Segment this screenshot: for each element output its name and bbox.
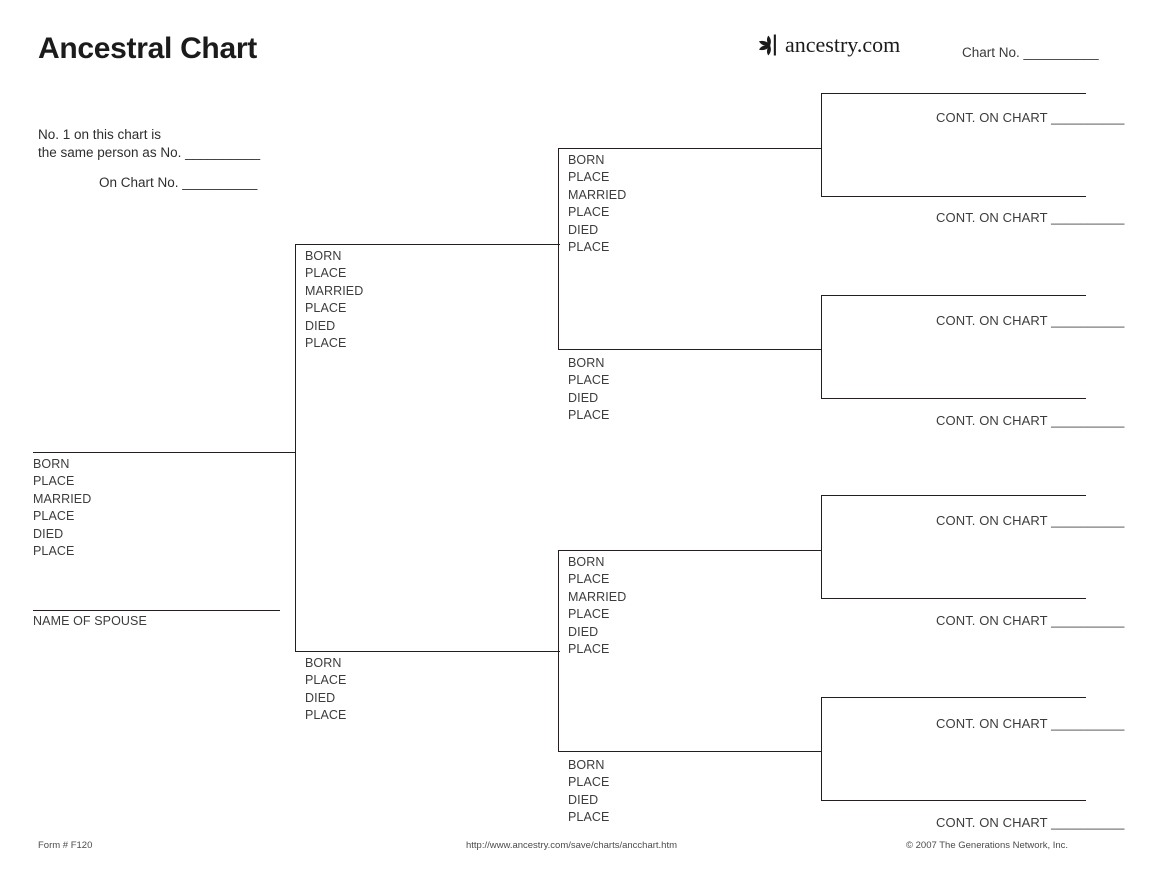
footer-form-number: Form # F120 — [38, 840, 93, 851]
gen4-bracket-a — [821, 93, 822, 197]
gen3-person7-field-born: BORN — [568, 758, 605, 772]
gen2-person2-fields: BORN PLACE MARRIED PLACE DIED PLACE — [305, 248, 363, 352]
connector-gen3-gen4-b — [810, 349, 822, 350]
connector-person1-gen2 — [283, 452, 296, 453]
identity-note: No. 1 on this chart is the same person a… — [38, 126, 260, 162]
ancestry-logo: ancestry.com — [757, 31, 900, 59]
gen3-person6-field-place3: PLACE — [568, 642, 610, 657]
gen4-person15-name-line[interactable] — [821, 800, 1086, 801]
gen3-person7-field-died: DIED — [568, 792, 599, 807]
gen3-person4-field-place2: PLACE — [568, 205, 610, 220]
gen2-person2-field-place2: PLACE — [305, 301, 347, 316]
gen3-person7-field-place2: PLACE — [568, 810, 610, 825]
gen3-person4-field-married: MARRIED — [568, 187, 627, 202]
gen4-person14-cont-label[interactable]: CONT. ON CHART __________ — [936, 716, 1125, 731]
chart-number-field[interactable]: Chart No. __________ — [962, 45, 1099, 60]
footer-copyright: © 2007 The Generations Network, Inc. — [906, 840, 1069, 851]
gen3-person4-name-line[interactable] — [558, 148, 813, 149]
gen3-person6-field-married: MARRIED — [568, 589, 627, 604]
connector-gen3-bracket-lower — [558, 550, 559, 751]
gen3-person6-fields: BORN PLACE MARRIED PLACE DIED PLACE — [568, 554, 626, 658]
gen4-person11-name-line[interactable] — [821, 398, 1086, 399]
page-title: Ancestral Chart — [38, 32, 257, 65]
gen2-person2-field-died: DIED — [305, 318, 336, 333]
connector-gen2-gen3-upper — [547, 244, 560, 245]
footer-url[interactable]: http://www.ancestry.com/save/charts/ancc… — [466, 840, 678, 851]
gen3-person6-field-place2: PLACE — [568, 607, 610, 622]
gen3-person5-name-line[interactable] — [558, 349, 813, 350]
gen3-person5-fields: BORN PLACE DIED PLACE — [568, 355, 610, 425]
gen3-person4-fields: BORN PLACE MARRIED PLACE DIED PLACE — [568, 152, 626, 256]
gen3-person5-field-place2: PLACE — [568, 408, 610, 423]
person1-spouse-label: NAME OF SPOUSE — [33, 614, 147, 628]
gen2-person3-field-died: DIED — [305, 690, 336, 705]
connector-gen3-gen4-d — [810, 751, 822, 752]
person1-field-died: DIED — [33, 526, 64, 541]
gen3-person6-field-place1: PLACE — [568, 572, 610, 587]
person1-spouse-line[interactable] — [33, 610, 280, 611]
gen3-person7-fields: BORN PLACE DIED PLACE — [568, 757, 610, 827]
person1-fields: BORN PLACE MARRIED PLACE DIED PLACE — [33, 456, 91, 560]
gen2-person2-name-line[interactable] — [295, 244, 550, 245]
connector-gen3-gen4-a — [810, 148, 822, 149]
gen2-person2-field-born: BORN — [305, 249, 342, 263]
person1-name-line[interactable] — [33, 452, 285, 453]
on-chart-number-field[interactable]: On Chart No. __________ — [99, 175, 258, 190]
gen2-person3-name-line[interactable] — [295, 651, 550, 652]
gen3-person5-field-born: BORN — [568, 356, 605, 370]
gen4-bracket-c — [821, 495, 822, 599]
ancestry-logo-text: ancestry.com — [785, 32, 901, 57]
person1-field-place1: PLACE — [33, 474, 75, 489]
gen4-person9-cont-label[interactable]: CONT. ON CHART __________ — [936, 210, 1125, 225]
gen2-person3-field-place1: PLACE — [305, 673, 347, 688]
gen4-person13-name-line[interactable] — [821, 598, 1086, 599]
connector-gen2-bracket — [295, 244, 296, 651]
gen2-person3-field-born: BORN — [305, 656, 342, 670]
gen3-person5-field-place1: PLACE — [568, 373, 610, 388]
gen4-bracket-b — [821, 295, 822, 399]
gen3-person6-name-line[interactable] — [558, 550, 813, 551]
connector-gen3-gen4-c — [810, 550, 822, 551]
person1-field-place3: PLACE — [33, 544, 75, 559]
gen4-person12-cont-label[interactable]: CONT. ON CHART __________ — [936, 513, 1125, 528]
gen4-person11-cont-label[interactable]: CONT. ON CHART __________ — [936, 413, 1125, 428]
gen3-person4-field-place3: PLACE — [568, 240, 610, 255]
gen4-person10-cont-label[interactable]: CONT. ON CHART __________ — [936, 313, 1125, 328]
identity-note-line1: No. 1 on this chart is — [38, 127, 162, 142]
gen4-person8-name-line[interactable] — [821, 93, 1086, 94]
ancestry-leaf-icon — [759, 34, 776, 56]
gen3-person4-field-place1: PLACE — [568, 170, 610, 185]
gen4-person15-cont-label[interactable]: CONT. ON CHART __________ — [936, 815, 1125, 830]
person1-field-place2: PLACE — [33, 509, 75, 524]
gen3-person4-field-born: BORN — [568, 153, 605, 167]
gen3-person6-field-died: DIED — [568, 624, 599, 639]
gen2-person2-field-place3: PLACE — [305, 336, 347, 351]
gen3-person4-field-died: DIED — [568, 222, 599, 237]
gen4-person12-name-line[interactable] — [821, 495, 1086, 496]
gen4-bracket-d — [821, 697, 822, 801]
gen4-person13-cont-label[interactable]: CONT. ON CHART __________ — [936, 613, 1125, 628]
gen3-person7-name-line[interactable] — [558, 751, 813, 752]
gen3-person6-field-born: BORN — [568, 555, 605, 569]
gen2-person3-field-place2: PLACE — [305, 708, 347, 723]
gen4-person14-name-line[interactable] — [821, 697, 1086, 698]
gen3-person5-field-died: DIED — [568, 390, 599, 405]
gen2-person3-fields: BORN PLACE DIED PLACE — [305, 655, 347, 725]
gen4-person9-name-line[interactable] — [821, 196, 1086, 197]
gen4-person10-name-line[interactable] — [821, 295, 1086, 296]
identity-note-line2[interactable]: the same person as No. __________ — [38, 145, 261, 160]
person1-field-born: BORN — [33, 457, 70, 471]
gen2-person2-field-married: MARRIED — [305, 283, 364, 298]
gen2-person2-field-place1: PLACE — [305, 266, 347, 281]
connector-gen3-bracket-upper — [558, 148, 559, 349]
connector-gen2-gen3-lower — [547, 651, 560, 652]
gen4-person8-cont-label[interactable]: CONT. ON CHART __________ — [936, 110, 1125, 125]
person1-field-married: MARRIED — [33, 491, 92, 506]
gen3-person7-field-place1: PLACE — [568, 775, 610, 790]
